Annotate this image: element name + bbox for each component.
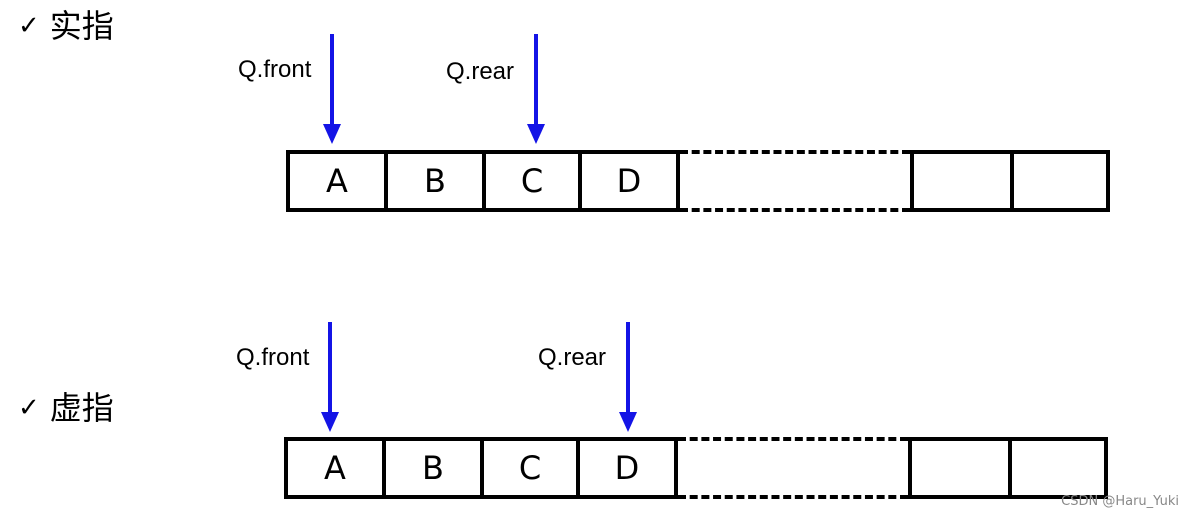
queue-cell: C: [482, 150, 582, 212]
section-title-text: 虚指: [49, 389, 114, 427]
rear-pointer-arrow: [619, 322, 637, 432]
rear-pointer-label: Q.rear: [446, 58, 515, 85]
watermark: CSDN @Haru_Yuki: [1061, 494, 1179, 509]
queue-array-virtual: A B C D: [284, 437, 1109, 499]
section-title-virtual-pointer: ✓ 虚指: [18, 392, 114, 424]
rear-pointer-label: Q.rear: [538, 344, 607, 371]
queue-cell-empty: [1008, 437, 1108, 499]
queue-cell: A: [284, 437, 386, 499]
section-title-real-pointer: ✓ 实指: [18, 10, 114, 42]
front-pointer-arrow: [323, 34, 341, 144]
queue-cell-empty: [908, 437, 1012, 499]
queue-ellipsis-gap: [678, 437, 908, 499]
queue-cell: C: [480, 437, 580, 499]
rear-pointer-arrow: [527, 34, 545, 144]
queue-cell: D: [578, 150, 680, 212]
front-pointer-label: Q.front: [236, 344, 310, 371]
front-pointer-arrow: [321, 322, 339, 432]
queue-cell: A: [286, 150, 388, 212]
arrow-head: [323, 124, 341, 144]
queue-cell: D: [576, 437, 678, 499]
queue-cell-empty: [910, 150, 1014, 212]
section-title-text: 实指: [49, 7, 114, 45]
queue-cell: B: [382, 437, 484, 499]
queue-array-real: A B C D: [286, 150, 1111, 212]
queue-cell: B: [384, 150, 486, 212]
arrow-head: [321, 412, 339, 432]
queue-cell-empty: [1010, 150, 1110, 212]
queue-ellipsis-gap: [680, 150, 910, 212]
checkmark-icon: ✓: [18, 393, 40, 423]
arrow-head: [619, 412, 637, 432]
arrow-head: [527, 124, 545, 144]
checkmark-icon: ✓: [18, 11, 40, 41]
front-pointer-label: Q.front: [238, 56, 312, 83]
